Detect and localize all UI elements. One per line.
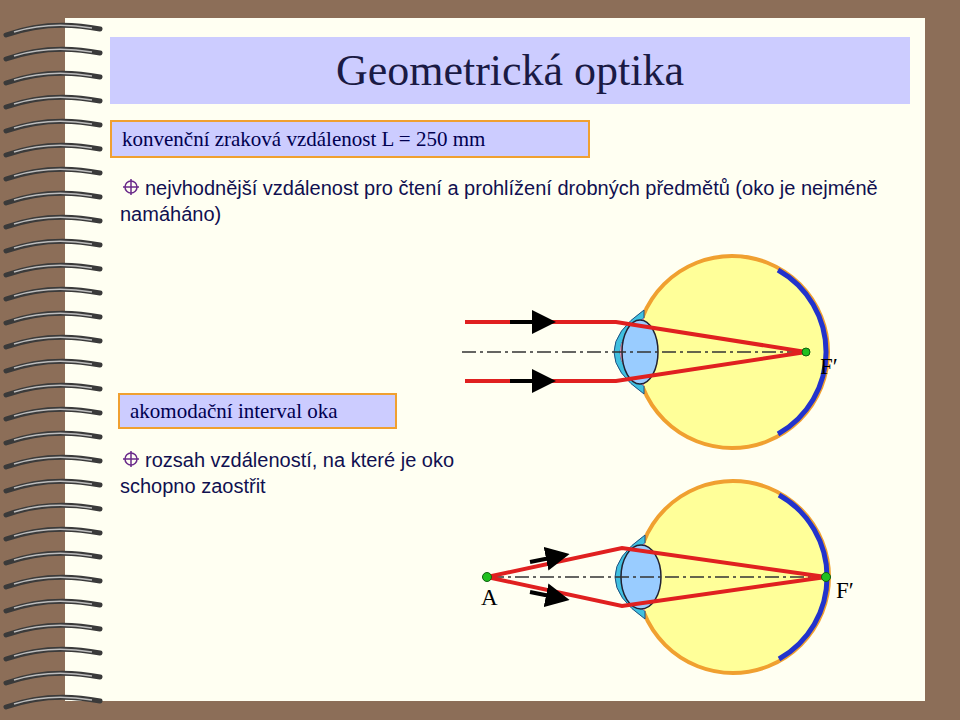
spiral-highlight <box>14 265 92 272</box>
spiral-highlight <box>14 433 92 440</box>
spiral-ring <box>6 193 100 203</box>
spiral-ring <box>6 25 100 35</box>
spiral-highlight <box>14 169 92 176</box>
spiral-ring <box>6 313 100 323</box>
spiral-ring <box>6 145 100 155</box>
spiral-highlight <box>14 289 92 296</box>
spiral-highlight <box>14 73 92 80</box>
spiral-ring <box>6 217 100 227</box>
spiral-ring <box>6 697 100 707</box>
spiral-highlight <box>14 697 92 704</box>
spiral-ring <box>6 481 100 491</box>
spiral-highlight <box>14 241 92 248</box>
spiral-ring <box>6 601 100 611</box>
spiral-ring <box>6 385 100 395</box>
spiral-ring <box>6 241 100 251</box>
spiral-highlight <box>14 529 92 536</box>
spiral-highlight <box>14 97 92 104</box>
spiral-highlight <box>14 673 92 680</box>
bullet-text: nejvhodnější vzdálenost pro čtení a proh… <box>120 175 890 227</box>
spiral-ring <box>6 361 100 371</box>
heading-text: akomodační interval oka <box>130 399 338 424</box>
spiral-ring <box>6 649 100 659</box>
spiral-highlight <box>14 481 92 488</box>
focus-label: F′ <box>836 578 854 604</box>
spiral-ring <box>6 121 100 131</box>
heading-box: akomodační interval oka <box>118 393 397 429</box>
title-band <box>110 37 910 104</box>
spiral-highlight <box>14 193 92 200</box>
spiral-highlight <box>14 409 92 416</box>
spiral-highlight <box>14 577 92 584</box>
spiral-ring <box>6 625 100 635</box>
spiral-ring <box>6 409 100 419</box>
spiral-highlight <box>14 121 92 128</box>
spiral-ring <box>6 73 100 83</box>
spiral-ring <box>6 433 100 443</box>
spiral-highlight <box>14 625 92 632</box>
spiral-ring <box>6 265 100 275</box>
eye-far <box>462 256 828 448</box>
bullet-text: rozsah vzdáleností, na které je oko scho… <box>120 447 520 499</box>
spiral-binding <box>6 25 100 707</box>
spiral-ring <box>6 457 100 467</box>
spiral-highlight <box>14 361 92 368</box>
spiral-ring <box>6 505 100 515</box>
page <box>65 18 925 701</box>
spiral-highlight <box>14 385 92 392</box>
heading-box: konvenční zraková vzdálenost L = 250 mm <box>110 120 590 158</box>
spiral-ring <box>6 337 100 347</box>
spiral-highlight <box>14 505 92 512</box>
spiral-ring <box>6 289 100 299</box>
spiral-highlight <box>14 313 92 320</box>
spiral-ring <box>6 529 100 539</box>
spiral-highlight <box>14 217 92 224</box>
spiral-ring <box>6 673 100 683</box>
spiral-highlight <box>14 457 92 464</box>
slide-title: Geometrická optika <box>110 37 910 104</box>
heading-text: konvenční zraková vzdálenost L = 250 mm <box>122 127 485 152</box>
spiral-ring <box>6 577 100 587</box>
eye-near <box>483 481 831 673</box>
spiral-highlight <box>14 553 92 560</box>
spiral-ring <box>6 553 100 563</box>
spiral-highlight <box>14 49 92 56</box>
point-label: A <box>481 585 498 611</box>
focus-label: F′ <box>820 354 838 380</box>
spiral-ring <box>6 97 100 107</box>
spiral-highlight <box>14 25 92 32</box>
spiral-ring <box>6 169 100 179</box>
spiral-highlight <box>14 145 92 152</box>
spiral-ring <box>6 49 100 59</box>
spiral-highlight <box>14 337 92 344</box>
spiral-highlight <box>14 649 92 656</box>
spiral-highlight <box>14 601 92 608</box>
